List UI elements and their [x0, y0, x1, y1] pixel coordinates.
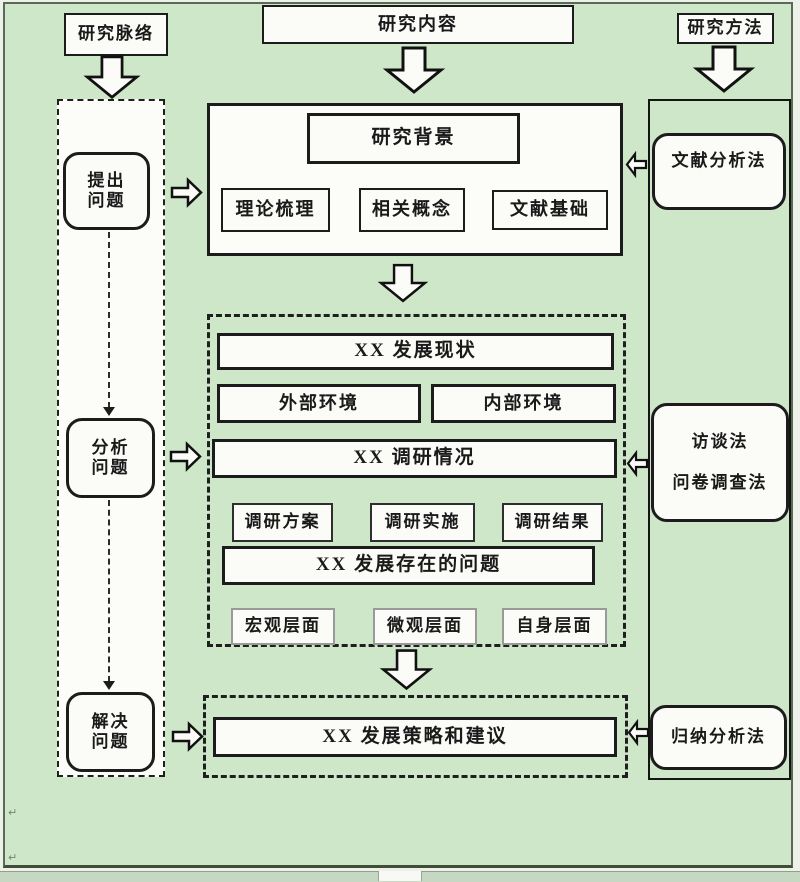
node-solve-problem-line1: 解决	[91, 711, 130, 731]
node-survey-implementation: 调研实施	[370, 503, 475, 542]
panel-analysis	[207, 314, 626, 647]
node-inductive-analysis-method: 归纳分析法	[650, 705, 787, 770]
node-research-background: 研究背景	[307, 113, 520, 164]
down-arrow-icon	[377, 258, 429, 308]
node-survey-results: 调研结果	[502, 503, 603, 542]
node-raise-problem-line1: 提出	[87, 170, 126, 190]
node-external-environment: 外部环境	[217, 384, 421, 423]
node-questionnaire-method: 问卷调查法	[672, 472, 768, 492]
node-raise-problem: 提出问题	[63, 152, 150, 230]
node-analyze-problem: 分析问题	[66, 418, 155, 498]
flow-connector	[108, 500, 110, 682]
node-existing-problems: XX 发展存在的问题	[222, 546, 595, 585]
down-arrow-icon	[80, 55, 144, 99]
right-arrow-icon	[169, 441, 202, 472]
node-survey-overview: XX 调研情况	[212, 439, 617, 478]
node-interview-method: 访谈法	[691, 432, 749, 452]
node-research-method: 研究方法	[677, 13, 774, 44]
node-raise-problem-line2: 问题	[87, 191, 126, 210]
node-micro-level: 微观层面	[373, 608, 477, 645]
panel-strategy	[203, 695, 628, 778]
arrowhead-icon	[103, 407, 115, 416]
node-survey-plan: 调研方案	[232, 503, 333, 542]
down-arrow-icon	[382, 44, 446, 96]
right-arrow-icon	[171, 721, 204, 752]
node-interview-questionnaire-methods: 访谈法 问卷调查法	[651, 403, 789, 522]
flow-connector	[108, 232, 110, 408]
node-analyze-problem-line1: 分析	[91, 437, 130, 457]
node-theory-review: 理论梳理	[221, 188, 330, 232]
left-arrow-icon	[625, 151, 648, 178]
node-macro-level: 宏观层面	[231, 608, 335, 645]
right-arrow-icon	[170, 177, 203, 208]
scrollbar-tab[interactable]	[378, 871, 422, 881]
node-solve-problem-line2: 问题	[91, 732, 130, 751]
node-analyze-problem-line2: 问题	[91, 458, 130, 477]
paragraph-mark: ↵	[8, 851, 18, 864]
node-development-status: XX 发展现状	[217, 333, 614, 370]
node-literature-analysis-method: 文献分析法	[652, 133, 786, 210]
node-research-content: 研究内容	[262, 5, 574, 44]
node-internal-environment: 内部环境	[431, 384, 616, 423]
panel-methods	[648, 99, 791, 780]
paragraph-mark: ↵	[8, 806, 18, 819]
left-arrow-icon	[626, 450, 649, 477]
node-related-concepts: 相关概念	[359, 188, 465, 232]
down-arrow-icon	[692, 43, 756, 95]
down-arrow-icon	[379, 647, 434, 692]
left-arrow-icon	[627, 719, 650, 746]
node-strategy-suggestions: XX 发展策略和建议	[213, 717, 617, 757]
arrowhead-icon	[103, 681, 115, 690]
node-research-thread: 研究脉络	[64, 13, 168, 56]
node-literature-basis: 文献基础	[492, 190, 608, 230]
node-solve-problem: 解决问题	[66, 692, 155, 772]
node-self-level: 自身层面	[502, 608, 607, 645]
